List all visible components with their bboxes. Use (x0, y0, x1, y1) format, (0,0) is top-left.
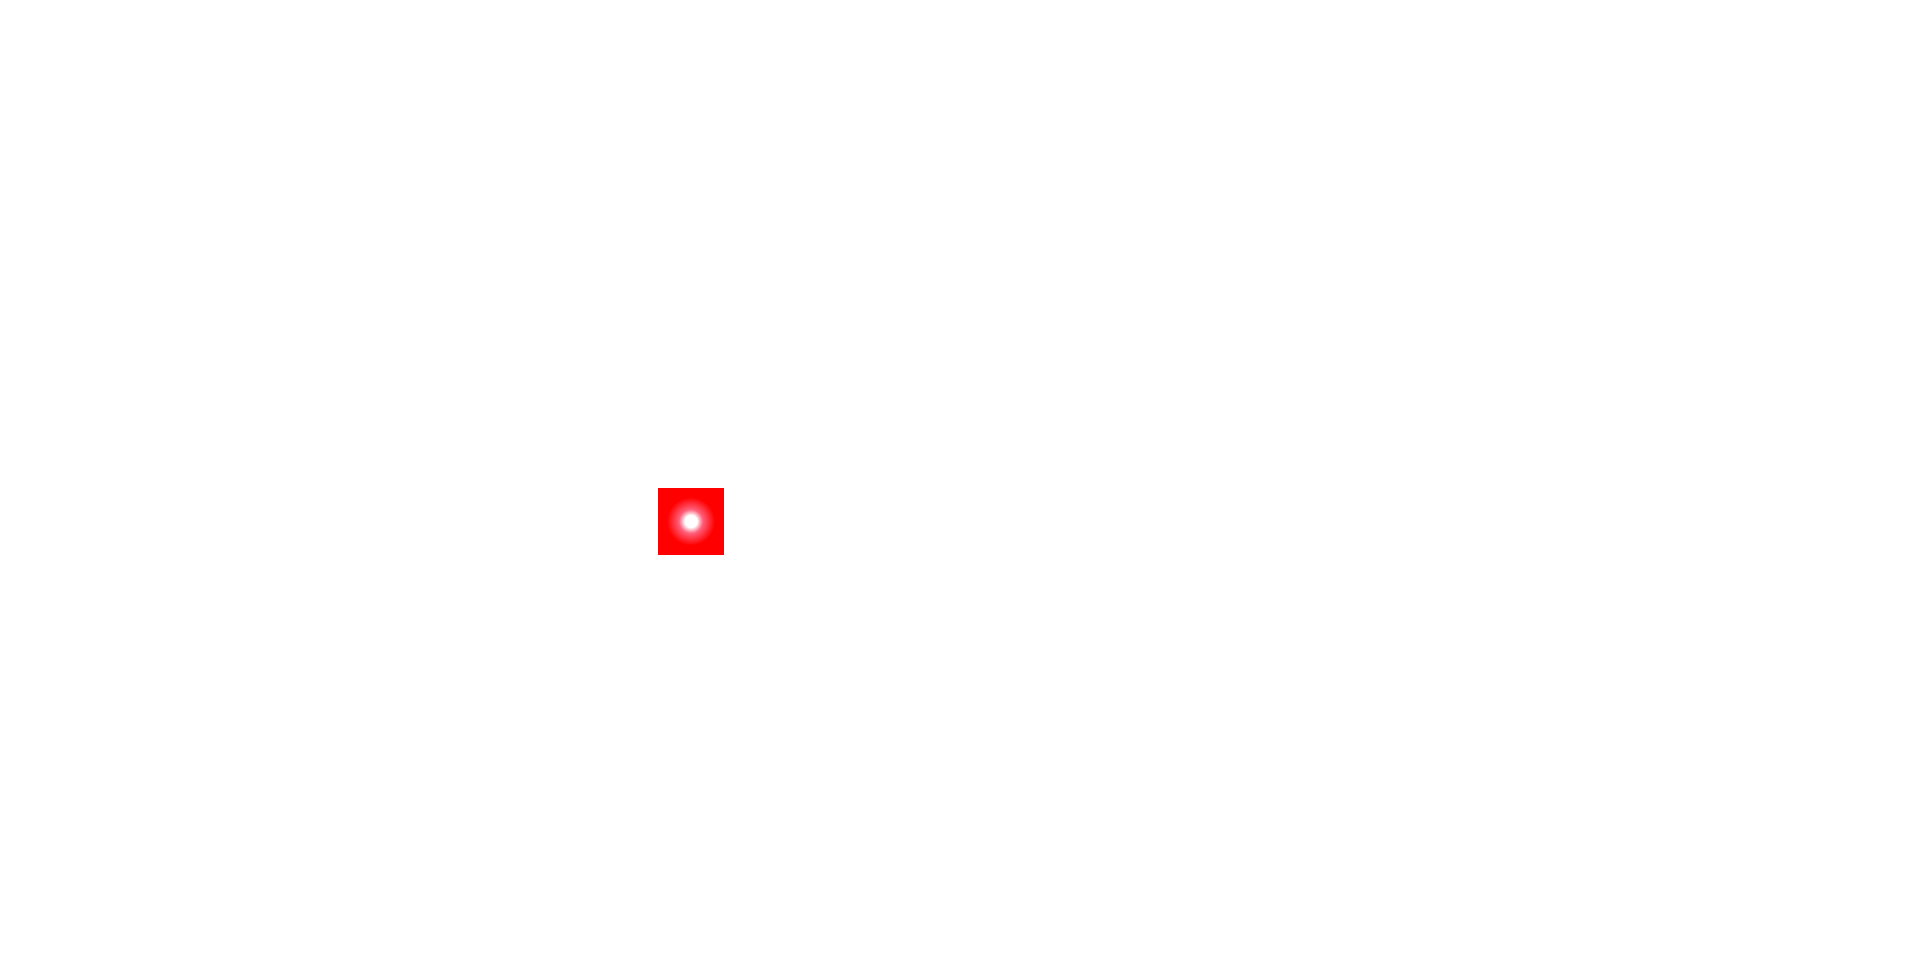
click-target-marker[interactable] (658, 488, 724, 555)
marker-center-dot (684, 515, 698, 528)
